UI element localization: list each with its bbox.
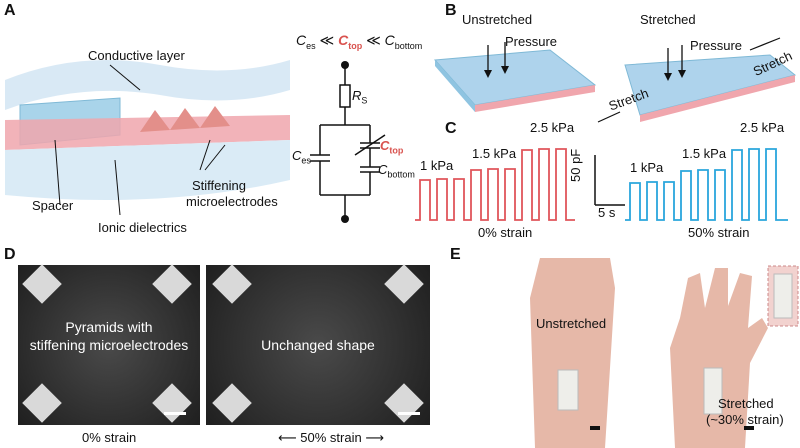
pressure-label-left: Pressure [505, 34, 558, 49]
stiffening-label-2: microelectrodes [186, 194, 278, 209]
ineq-c-es: C [296, 32, 307, 48]
ineq-c-top-sub: top [348, 40, 363, 51]
stretch-illustration [433, 37, 797, 123]
c-top-label: Ctop [380, 138, 403, 156]
trace-0-strain [415, 148, 575, 221]
unstretched-title: Unstretched [462, 12, 533, 27]
ionic-dielectrics-label: Ionic dielectrics [98, 220, 187, 235]
d-right-text: Unchanged shape [261, 337, 375, 353]
e-stretched-label-1: Stretched [718, 396, 774, 411]
c-top-symbol: C [380, 138, 390, 153]
c-right-caption: 50% strain [688, 225, 750, 240]
c-left-1-5kpa: 1.5 kPa [472, 146, 517, 161]
trace-50-strain [625, 148, 788, 221]
rs-label: RS [352, 88, 367, 106]
d-right-caption-row: ⟵ 50% strain ⟶ [278, 430, 384, 446]
wrist-photos [530, 258, 799, 448]
ineq-symbol-2: ≪ [366, 32, 381, 48]
c-es-sub: es [301, 155, 311, 166]
d-left-caption: 0% strain [82, 430, 137, 445]
sensor-schematic [5, 60, 290, 216]
e-stretched-label-2: (~30% strain) [706, 412, 784, 427]
panel-d-letter: D [4, 246, 16, 263]
scale-bar-d-left [164, 412, 186, 415]
arrow-right-icon: ⟶ [365, 430, 384, 445]
d-left-text-1: Pyramids with [65, 319, 153, 335]
panel-e-letter: E [450, 246, 461, 263]
c-top-sub: top [389, 145, 404, 156]
spacer-label: Spacer [32, 198, 74, 213]
c-bottom-label: Cbottom [378, 162, 415, 180]
sem-image-50-strain: Unchanged shape [206, 264, 430, 425]
pressure-label-right: Pressure [690, 38, 743, 53]
scale-bar-d-right [398, 412, 420, 415]
c-es-label: Ces [292, 148, 311, 166]
ineq-c-bottom: C [384, 32, 395, 48]
conductive-layer-label: Conductive layer [88, 48, 185, 63]
c-right-1kpa: 1 kPa [630, 160, 664, 175]
c-bottom-sub: bottom [387, 169, 415, 180]
arrow-left-icon: ⟵ [278, 430, 297, 445]
d-left-text-2: stiffening microelectrodes [29, 337, 189, 353]
capacitance-plots [415, 148, 788, 221]
circuit-inequality: Ces ≪ Ctop ≪ Cbottom [296, 32, 422, 51]
ineq-c-bottom-sub: bottom [394, 40, 423, 51]
ineq-symbol-1: ≪ [319, 32, 335, 48]
c-es-symbol: C [292, 148, 302, 163]
stiffening-label-1: Stiffening [192, 178, 246, 193]
panel-c-letter: C [445, 120, 457, 137]
panel-b-letter: B [445, 2, 457, 19]
scale-x-label: 5 s [598, 205, 616, 220]
ineq-c-top: C [338, 32, 349, 48]
ineq-c-es-sub: es [306, 40, 316, 51]
c-right-1-5kpa: 1.5 kPa [682, 146, 727, 161]
panel-a-letter: A [4, 2, 16, 19]
equivalent-circuit [310, 61, 386, 223]
c-left-caption: 0% strain [478, 225, 533, 240]
c-bottom-symbol: C [378, 162, 388, 177]
e-unstretched-label: Unstretched [536, 316, 607, 331]
rs-symbol: R [352, 88, 362, 103]
d-right-caption: 50% strain [300, 430, 362, 445]
c-left-2-5kpa: 2.5 kPa [530, 120, 575, 135]
rs-sub: S [361, 95, 368, 106]
stretched-title: Stretched [640, 12, 696, 27]
c-right-2-5kpa: 2.5 kPa [740, 120, 785, 135]
scale-y-label: 50 pF [568, 148, 583, 182]
c-left-1kpa: 1 kPa [420, 158, 454, 173]
sem-image-0-strain: Pyramids with stiffening microelectrodes [18, 264, 200, 425]
